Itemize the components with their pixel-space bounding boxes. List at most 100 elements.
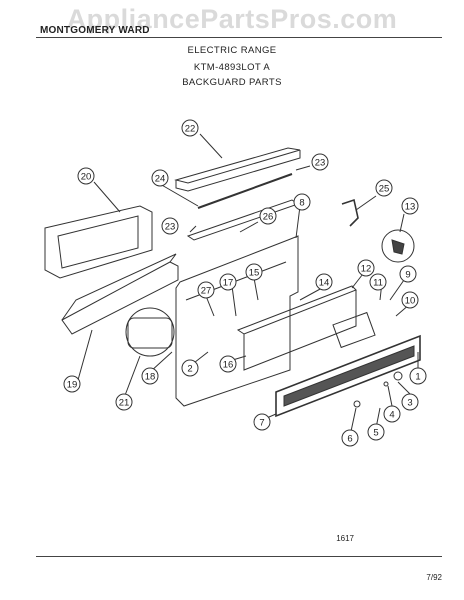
callout-23: 23 bbox=[311, 153, 329, 171]
callout-2: 2 bbox=[181, 359, 199, 377]
callout-26: 26 bbox=[259, 207, 277, 225]
knob-part-small bbox=[383, 381, 389, 387]
top-trim-side bbox=[175, 150, 301, 192]
callout-circle bbox=[399, 265, 417, 283]
callout-23: 23 bbox=[161, 217, 179, 235]
callout-number: 14 bbox=[319, 277, 330, 288]
callout-5: 5 bbox=[367, 423, 385, 441]
callout-circle bbox=[259, 207, 277, 225]
callout-21: 21 bbox=[115, 393, 133, 411]
callout-number: 10 bbox=[405, 295, 416, 306]
header-rule bbox=[36, 37, 442, 38]
callout-number: 8 bbox=[299, 197, 304, 208]
callout-circle bbox=[151, 169, 169, 187]
callout-number: 13 bbox=[405, 201, 416, 212]
callout-27: 27 bbox=[197, 281, 215, 299]
section-title: BACKGUARD PARTS bbox=[182, 77, 282, 88]
callout-number: 27 bbox=[201, 285, 212, 296]
lower-trim-flange bbox=[61, 253, 177, 321]
callout-number: 7 bbox=[259, 417, 264, 428]
callout-circle bbox=[141, 367, 159, 385]
callout-number: 24 bbox=[155, 173, 166, 184]
callout-24: 24 bbox=[151, 169, 169, 187]
watermark-text: AppliancePartsPros.com bbox=[66, 4, 398, 34]
callout-circle bbox=[369, 273, 387, 291]
module-part bbox=[127, 317, 173, 349]
control-panel-part bbox=[236, 285, 357, 335]
callout-number: 15 bbox=[249, 267, 260, 278]
callout-circle bbox=[367, 423, 385, 441]
brand-label: MONTGOMERY WARD bbox=[40, 25, 150, 36]
connector-part bbox=[391, 239, 405, 255]
callout-circle bbox=[311, 153, 329, 171]
callout-7: 7 bbox=[253, 413, 271, 431]
connector-detail-circle bbox=[381, 229, 415, 263]
callout-number: 17 bbox=[223, 277, 234, 288]
callout-number: 3 bbox=[407, 397, 412, 408]
callout-circle bbox=[197, 281, 215, 299]
callout-number: 25 bbox=[379, 183, 390, 194]
callout-11: 11 bbox=[369, 273, 387, 291]
callout-number: 22 bbox=[185, 123, 196, 134]
callout-number: 21 bbox=[119, 397, 130, 408]
callout-number: 12 bbox=[361, 263, 372, 274]
product-title: ELECTRIC RANGE bbox=[187, 45, 277, 56]
callout-number: 20 bbox=[81, 171, 92, 182]
callout-14: 14 bbox=[315, 273, 333, 291]
callout-number: 16 bbox=[223, 359, 234, 370]
callout-1: 1 bbox=[409, 367, 427, 385]
callout-number: 11 bbox=[373, 277, 383, 288]
callout-circle bbox=[245, 263, 263, 281]
callout-number: 1 bbox=[415, 371, 420, 382]
rod-part bbox=[197, 173, 293, 209]
footer-rule bbox=[36, 556, 442, 557]
callout-number: 26 bbox=[263, 211, 274, 222]
callout-circle bbox=[181, 359, 199, 377]
backguard-panel-part bbox=[175, 235, 299, 407]
control-panel-face bbox=[243, 290, 357, 371]
callout-13: 13 bbox=[401, 197, 419, 215]
callout-circle bbox=[219, 355, 237, 373]
callout-9: 9 bbox=[399, 265, 417, 283]
clip-part bbox=[341, 198, 359, 227]
callout-circle bbox=[63, 375, 81, 393]
callout-number: 23 bbox=[315, 157, 326, 168]
callout-3: 3 bbox=[401, 393, 419, 411]
callout-number: 5 bbox=[373, 427, 378, 438]
callout-number: 2 bbox=[187, 363, 192, 374]
callout-10: 10 bbox=[401, 291, 419, 309]
callout-circle bbox=[77, 167, 95, 185]
callout-number: 23 bbox=[165, 221, 176, 232]
end-panel-part bbox=[44, 205, 153, 279]
callout-number: 6 bbox=[347, 433, 352, 444]
callout-17: 17 bbox=[219, 273, 237, 291]
callout-number: 9 bbox=[405, 269, 410, 280]
end-panel-window bbox=[57, 215, 139, 269]
callout-circle bbox=[409, 367, 427, 385]
callout-20: 20 bbox=[77, 167, 95, 185]
display-part bbox=[332, 311, 376, 349]
callout-circle bbox=[341, 429, 359, 447]
callout-circle bbox=[219, 273, 237, 291]
front-overlay-part bbox=[275, 334, 421, 418]
callout-6: 6 bbox=[341, 429, 359, 447]
revision-date: 7/92 bbox=[426, 573, 442, 582]
callout-19: 19 bbox=[63, 375, 81, 393]
callout-circle bbox=[181, 119, 199, 137]
callout-circle bbox=[401, 393, 419, 411]
callout-number: 18 bbox=[145, 371, 156, 382]
knob-part bbox=[393, 371, 403, 381]
callout-circle bbox=[401, 291, 419, 309]
callout-number: 19 bbox=[67, 379, 78, 390]
module-detail-circle bbox=[125, 307, 175, 357]
callout-18: 18 bbox=[141, 367, 159, 385]
callout-15: 15 bbox=[245, 263, 263, 281]
callout-circle bbox=[253, 413, 271, 431]
callout-circle bbox=[115, 393, 133, 411]
callout-number: 4 bbox=[389, 409, 394, 420]
callout-25: 25 bbox=[375, 179, 393, 197]
callout-circle bbox=[375, 179, 393, 197]
callout-circle bbox=[315, 273, 333, 291]
diagram-ref-code: 1617 bbox=[336, 534, 354, 543]
